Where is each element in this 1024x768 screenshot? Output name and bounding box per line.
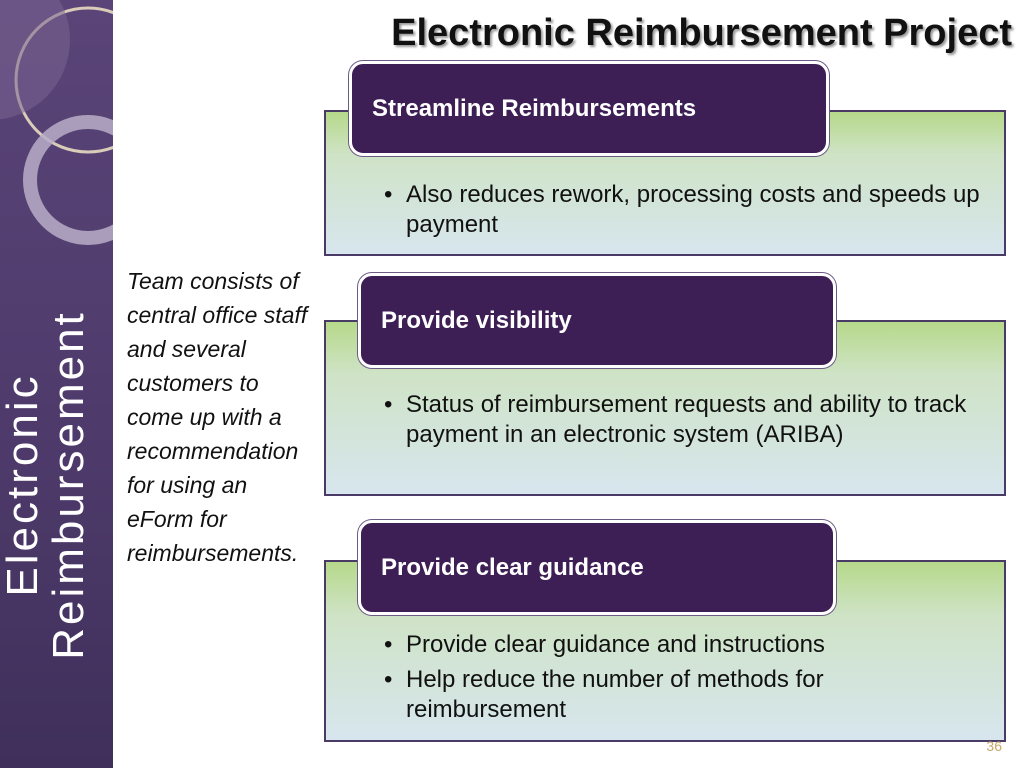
section-heading-1: Streamline Reimbursements: [349, 61, 829, 156]
section-heading-2: Provide visibility: [358, 273, 836, 368]
team-note: Team consists of central office staff an…: [127, 268, 308, 566]
bullet-item: Provide clear guidance and instructions: [384, 630, 984, 660]
bullet-item: Also reduces rework, processing costs an…: [384, 180, 984, 240]
decorative-circles: [0, 0, 113, 245]
bullet-item: Help reduce the number of methods for re…: [384, 665, 984, 725]
section-heading-3: Provide clear guidance: [358, 520, 836, 615]
section-heading-label: Streamline Reimbursements: [372, 94, 697, 122]
sidebar-title-line1: Electronic: [0, 373, 47, 597]
sidebar-title-line2: Reimbursement: [44, 310, 93, 660]
page-number: 36: [986, 738, 1002, 754]
bullet-item: Status of reimbursement requests and abi…: [384, 390, 984, 450]
section-heading-label: Provide visibility: [381, 306, 572, 334]
page-title: Electronic Reimbursement Project: [391, 12, 1012, 54]
section-panel-1: Also reduces rework, processing costs an…: [324, 110, 1006, 256]
sidebar: Electronic Reimbursement: [0, 0, 113, 768]
section-heading-label: Provide clear guidance: [381, 553, 644, 581]
